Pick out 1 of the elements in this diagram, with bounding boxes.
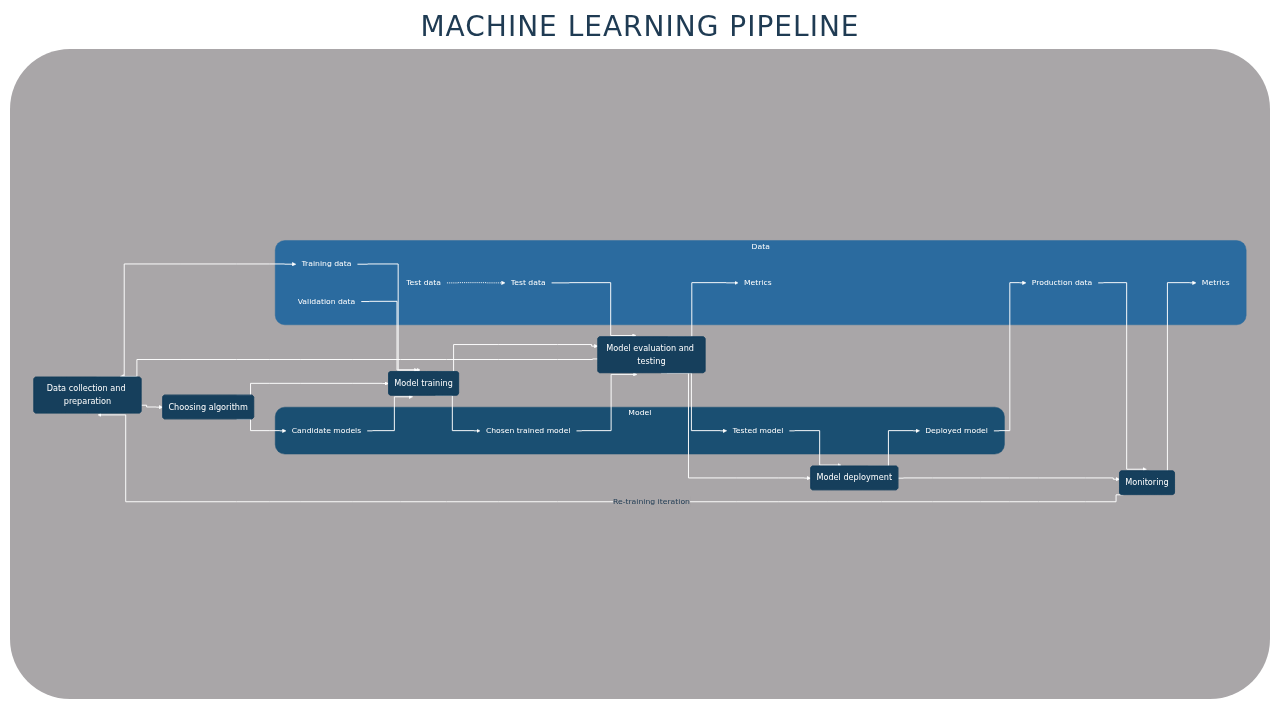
diagram-title: MACHINE LEARNING PIPELINE: [419, 10, 861, 43]
